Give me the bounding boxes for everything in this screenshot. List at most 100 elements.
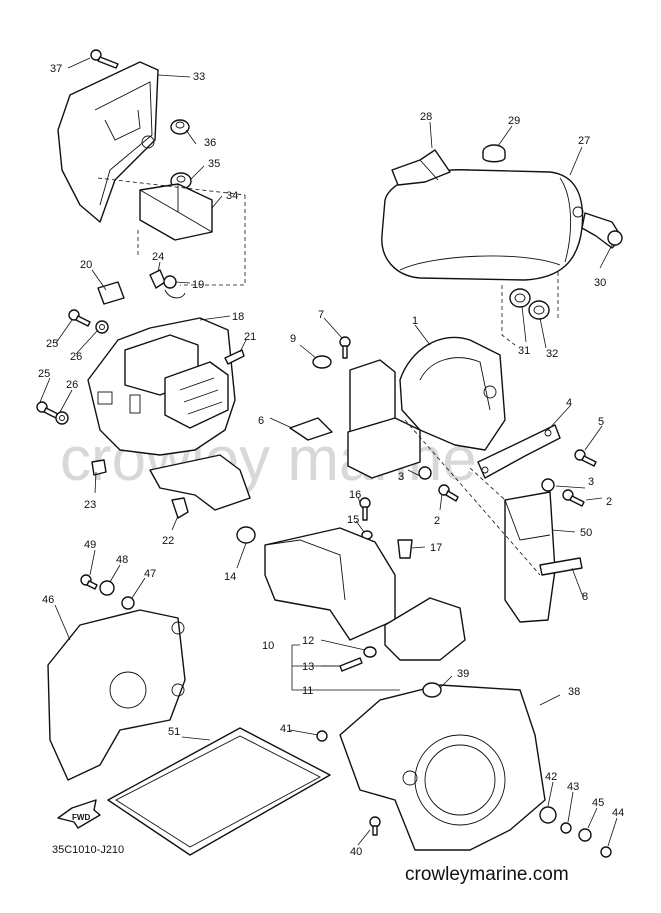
callout-41: 41 [280,723,292,735]
diagram-code: 35C1010-J210 [52,844,124,856]
callout-20: 20 [80,259,92,271]
callout-12: 12 [302,635,314,647]
part-3b-washer [541,478,555,492]
callout-2a: 2 [434,515,440,527]
callout-43: 43 [567,781,579,793]
fwd-label: FWD [72,813,90,822]
part-24-clamp [149,269,166,289]
callout-labels: 37 33 36 35 34 28 29 27 30 24 19 20 18 2… [38,63,624,858]
part-6-bracket [289,417,333,441]
callout-19: 19 [192,279,204,291]
part-49-bolt [80,574,98,590]
callout-34: 34 [226,190,238,202]
part-30-cock [572,206,623,249]
part-18-electrical-bracket [87,317,236,456]
callout-8: 8 [582,591,588,603]
callout-11: 11 [302,685,313,697]
callout-26a: 26 [70,351,82,363]
part-36-grommet [170,119,190,135]
callout-44: 44 [612,807,624,819]
part-40-bolt [369,816,381,836]
callout-15: 15 [347,514,359,526]
site-name: crowleymarine.com [405,864,569,885]
callout-49: 49 [84,539,96,551]
part-42-collar [539,806,557,824]
callout-23: 23 [84,499,96,511]
callout-30: 30 [594,277,606,289]
part-7-screw [339,336,351,359]
callout-17: 17 [430,542,442,554]
callout-7: 7 [318,309,324,321]
callout-14: 14 [224,571,236,583]
fwd-arrow-icon: FWD [57,799,101,829]
callout-27: 27 [578,135,590,147]
callout-46: 46 [42,594,54,606]
part-3a-washer [418,466,432,480]
part-29-grommet [482,144,506,163]
callout-47: 47 [144,568,156,580]
part-23-clip [91,459,107,476]
callout-6: 6 [258,415,264,427]
callout-50: 50 [580,527,592,539]
part-27-tank [381,169,584,281]
callout-26b: 26 [66,379,78,391]
callout-4: 4 [566,397,572,409]
callout-13: 13 [302,661,314,673]
part-22-clip [171,497,189,519]
part-26a-washer [95,320,109,334]
callout-32: 32 [546,348,558,360]
part-8-band [539,557,583,576]
callout-33: 33 [193,71,205,83]
part-33-cover [57,61,159,223]
part-17-clip [397,539,413,559]
part-32-nut [528,300,550,320]
part-44-bolt [600,846,612,858]
part-13-pin [339,657,363,672]
part-5-screw [574,449,597,467]
callout-48: 48 [116,554,128,566]
part-45-washer [578,828,592,842]
part-19-terminal [163,275,186,299]
callout-31: 31 [518,345,530,357]
callout-5: 5 [598,416,604,428]
callout-9: 9 [290,333,296,345]
callout-24: 24 [152,251,164,263]
harness-guide [149,454,251,511]
part-46-cover [47,609,186,781]
callout-35: 35 [208,158,220,170]
ignition-unit [347,359,421,479]
callout-28: 28 [420,111,432,123]
part-43-collar [560,822,572,834]
callout-40: 40 [350,846,362,858]
callout-29: 29 [508,115,520,127]
part-47-collar [121,596,135,610]
callout-18: 18 [232,311,244,323]
part-48-collar [99,580,115,596]
part-10-silencer [264,527,466,661]
part-34-pad [139,183,213,241]
callout-39: 39 [457,668,469,680]
callout-21: 21 [244,331,256,343]
part-20-bracket [97,281,125,305]
part-21-pin [224,349,245,365]
part-9-clip [312,355,332,369]
callout-36: 36 [204,137,216,149]
part-16-bolt [359,497,371,521]
part-28-cap-strap [391,149,451,186]
part-2a-bolt [438,484,459,502]
callout-37: 37 [50,63,62,75]
callout-1: 1 [412,315,418,327]
callout-25b: 25 [38,368,50,380]
part-2b-bolt [562,489,585,507]
callout-38: 38 [568,686,580,698]
callout-42: 42 [545,771,557,783]
callout-3b: 3 [588,476,594,488]
part-25b-screw [36,401,59,419]
callout-10: 10 [262,640,274,652]
callout-22: 22 [162,535,174,547]
callout-51: 51 [168,726,180,738]
callout-2b: 2 [606,496,612,508]
part-26b-washer [55,411,69,425]
